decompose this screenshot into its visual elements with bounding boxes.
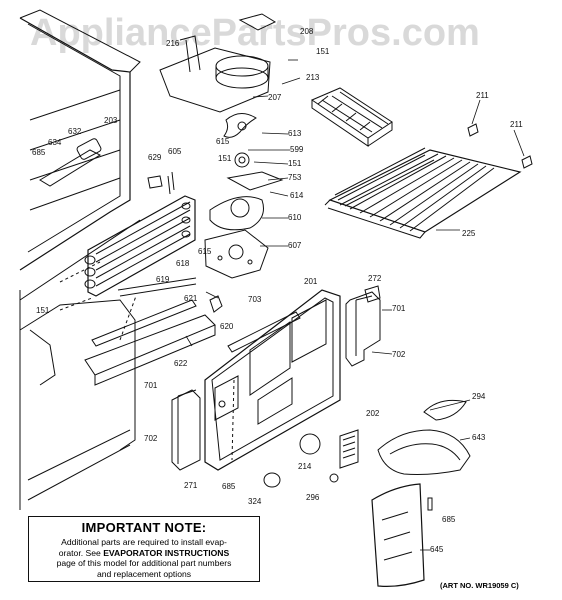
damper-cover [423, 399, 467, 421]
part-label-271: 271 [184, 481, 198, 490]
part-label-702: 702 [144, 434, 158, 443]
evaporator-instructions-emphasis: EVAPORATOR INSTRUCTIONS [103, 547, 230, 558]
part-label-629: 629 [148, 153, 162, 162]
part-label-151: 151 [316, 47, 330, 56]
part-label-211: 211 [510, 120, 523, 129]
part-label-272: 272 [368, 274, 382, 283]
leader-lines [59, 261, 235, 461]
note-line-2-text: orator. See [58, 547, 104, 558]
part-label-622: 622 [174, 359, 188, 368]
clip-272 [364, 285, 381, 303]
part-label-208: 208 [300, 27, 314, 36]
art-number: (ART NO. WR19059 C) [440, 581, 519, 590]
fan-motor-assembly [204, 113, 284, 279]
part-label-615: 615 [198, 247, 212, 256]
note-title: IMPORTANT NOTE: [81, 520, 207, 535]
part-label-621: 621 [184, 294, 198, 303]
clip-620 [209, 295, 223, 313]
part-label-201: 201 [304, 277, 318, 286]
part-label-151: 151 [218, 154, 232, 163]
part-label-753: 753 [288, 173, 302, 182]
part-label-203: 203 [104, 116, 118, 125]
part-label-607: 607 [288, 241, 302, 250]
part-label-216: 216 [166, 39, 180, 48]
part-label-615: 615 [216, 137, 230, 146]
note-line-2: orator. See EVAPORATOR INSTRUCTIONS [29, 548, 259, 559]
part-label-202: 202 [366, 409, 380, 418]
ice-tray [310, 87, 393, 147]
part-label-614: 614 [290, 191, 304, 200]
part-label-634: 634 [48, 138, 62, 147]
part-label-605: 605 [168, 147, 182, 156]
part-label-701: 701 [392, 304, 406, 313]
plug-296 [329, 473, 339, 483]
knob-324 [263, 472, 281, 488]
label-leaders [185, 59, 525, 551]
vent-grille [339, 429, 359, 469]
part-label-619: 619 [156, 275, 170, 284]
part-label-610: 610 [288, 213, 302, 222]
part-label-599: 599 [290, 145, 304, 154]
part-label-294: 294 [472, 392, 486, 401]
right-side-duct [345, 291, 381, 367]
note-body: Additional parts are required to install… [29, 537, 259, 579]
part-label-214: 214 [298, 462, 312, 471]
heater-rod [227, 311, 301, 353]
freezer-cabinet [19, 9, 141, 510]
part-label-207: 207 [268, 93, 282, 102]
part-label-703: 703 [248, 295, 262, 304]
note-line-1: Additional parts are required to install… [61, 537, 227, 547]
screw-685 [427, 497, 433, 511]
part-label-213: 213 [306, 73, 320, 82]
part-label-701: 701 [144, 381, 158, 390]
fan-shroud [159, 13, 277, 113]
part-label-225: 225 [462, 229, 476, 238]
part-label-685: 685 [32, 148, 46, 157]
note-line-4: and replacement options [96, 568, 192, 579]
wire-shelf [324, 123, 533, 239]
part-label-632: 632 [68, 127, 82, 136]
part-label-685: 685 [222, 482, 236, 491]
evaporator-coil [84, 171, 197, 297]
part-label-643: 643 [472, 433, 486, 442]
part-label-324: 324 [248, 497, 262, 506]
evaporator-cover-panel [204, 289, 341, 471]
drain-trough [84, 299, 216, 386]
part-label-685: 685 [442, 515, 456, 524]
part-label-211: 211 [476, 91, 489, 100]
part-label-645: 645 [430, 545, 444, 554]
part-label-620: 620 [220, 322, 234, 331]
part-label-613: 613 [288, 129, 302, 138]
part-label-151: 151 [288, 159, 302, 168]
part-label-296: 296 [306, 493, 320, 502]
note-line-3: page of this model for additional part n… [56, 558, 232, 568]
left-side-duct [171, 389, 201, 471]
important-note-box: IMPORTANT NOTE: Additional parts are req… [28, 516, 260, 582]
cap-214 [299, 433, 321, 455]
part-label-702: 702 [392, 350, 406, 359]
part-label-618: 618 [176, 259, 190, 268]
air-duct [371, 483, 425, 587]
air-damper [377, 429, 471, 475]
part-label-151: 151 [36, 306, 50, 315]
